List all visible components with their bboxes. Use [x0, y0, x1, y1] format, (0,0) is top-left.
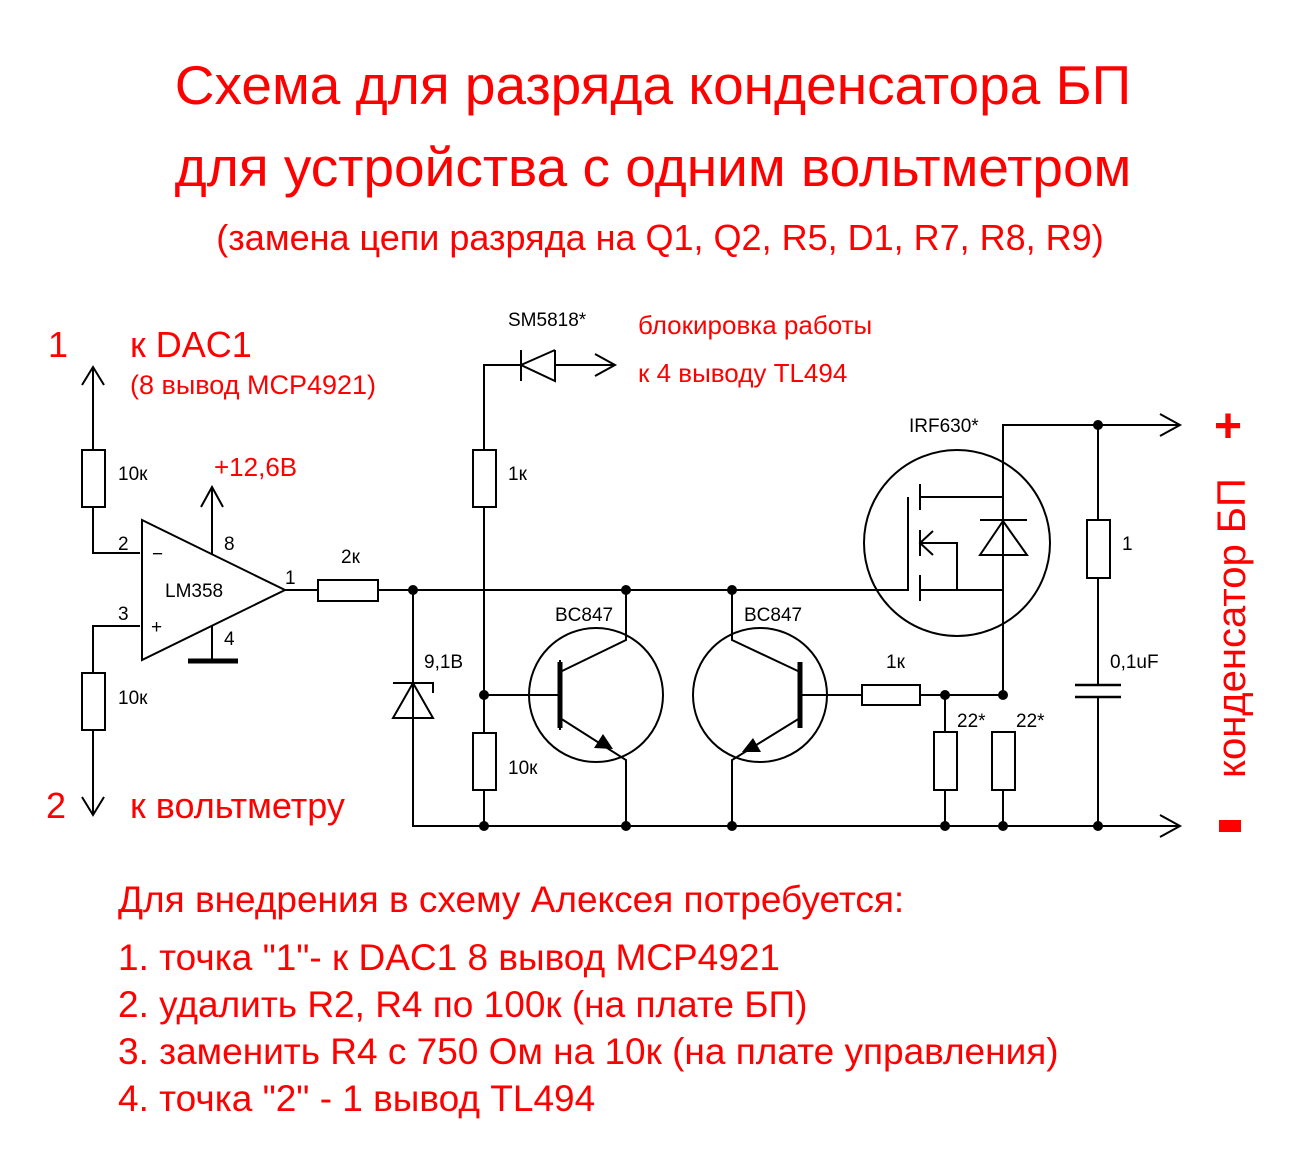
capacitor-0-1uf	[1075, 683, 1121, 699]
label-minus-input: −	[152, 544, 163, 565]
label-cap: 0,1uF	[1110, 652, 1159, 673]
title-subtitle: (замена цепи разряда на Q1, Q2, R5, D1, …	[216, 217, 1103, 258]
plus-label: +	[1214, 400, 1242, 453]
label-r-bottom: 10к	[118, 688, 148, 709]
label-q1: BC847	[555, 605, 613, 626]
label-pin1: 1	[285, 568, 296, 589]
supply-label: +12,6В	[214, 452, 297, 482]
label-r-1k-top: 1к	[508, 464, 528, 485]
capacitor-label: конденсатор БП	[1210, 478, 1254, 778]
label-r-10k: 10к	[508, 758, 538, 779]
note-item: 1. точка "1"- к DAC1 8 вывод MCP4921	[118, 937, 780, 978]
resistor-r-top	[81, 449, 106, 508]
label-opamp: LM358	[165, 581, 223, 602]
title-line2: для устройства с одним вольтметром	[175, 136, 1132, 198]
note-item: 4. точка "2" - 1 вывод TL494	[118, 1078, 595, 1119]
minus-sign	[1219, 820, 1241, 832]
block-label-1: блокировка работы	[638, 310, 872, 340]
point2-desc: к вольтметру	[130, 785, 345, 826]
label-r22a: 22*	[957, 711, 986, 732]
label-r-top: 10к	[118, 464, 148, 485]
resistor-10k	[472, 732, 497, 791]
label-pin4: 4	[224, 629, 235, 650]
resistor-1k-top	[472, 449, 497, 508]
input-network	[81, 365, 140, 817]
wiring	[285, 349, 1183, 838]
note-item: 3. заменить R4 с 750 Ом на 10к (на плате…	[118, 1031, 1059, 1072]
label-zener: 9,1В	[424, 652, 463, 673]
resistor-22b	[991, 731, 1016, 791]
label-r22b: 22*	[1016, 711, 1045, 732]
label-pin3: 3	[118, 604, 129, 625]
opamp-lm358	[141, 484, 288, 664]
point2-label: 2	[46, 785, 66, 826]
point1-pin: (8 вывод MCP4921)	[130, 370, 376, 400]
resistor-22a	[933, 731, 958, 791]
resistor-2k	[317, 579, 379, 602]
note-item: 2. удалить R2, R4 по 100к (на плате БП)	[118, 984, 807, 1025]
point1-label: 1	[48, 324, 68, 365]
block-label-2: к 4 выводу TL494	[638, 358, 847, 388]
label-plus-input: +	[151, 617, 162, 638]
resistor-r-bottom	[81, 672, 106, 731]
label-diode: SM5818*	[508, 310, 587, 331]
label-pin2: 2	[118, 534, 129, 555]
label-q2: BC847	[744, 605, 802, 626]
title-line1: Схема для разряда конденсатора БП	[175, 54, 1131, 116]
resistor-1-ohm	[1086, 519, 1111, 579]
junction-dots	[408, 420, 1103, 831]
notes-heading: Для внедрения в схему Алексея потребуетс…	[118, 879, 904, 920]
point1-desc: к DAC1	[130, 324, 252, 365]
label-r-snub: 1	[1122, 534, 1133, 555]
label-mosfet: IRF630*	[909, 416, 979, 437]
label-pin8: 8	[224, 534, 235, 555]
label-r-1k-base: 1к	[886, 652, 906, 673]
label-r-out: 2к	[341, 547, 361, 568]
resistor-1k-base	[861, 684, 921, 706]
